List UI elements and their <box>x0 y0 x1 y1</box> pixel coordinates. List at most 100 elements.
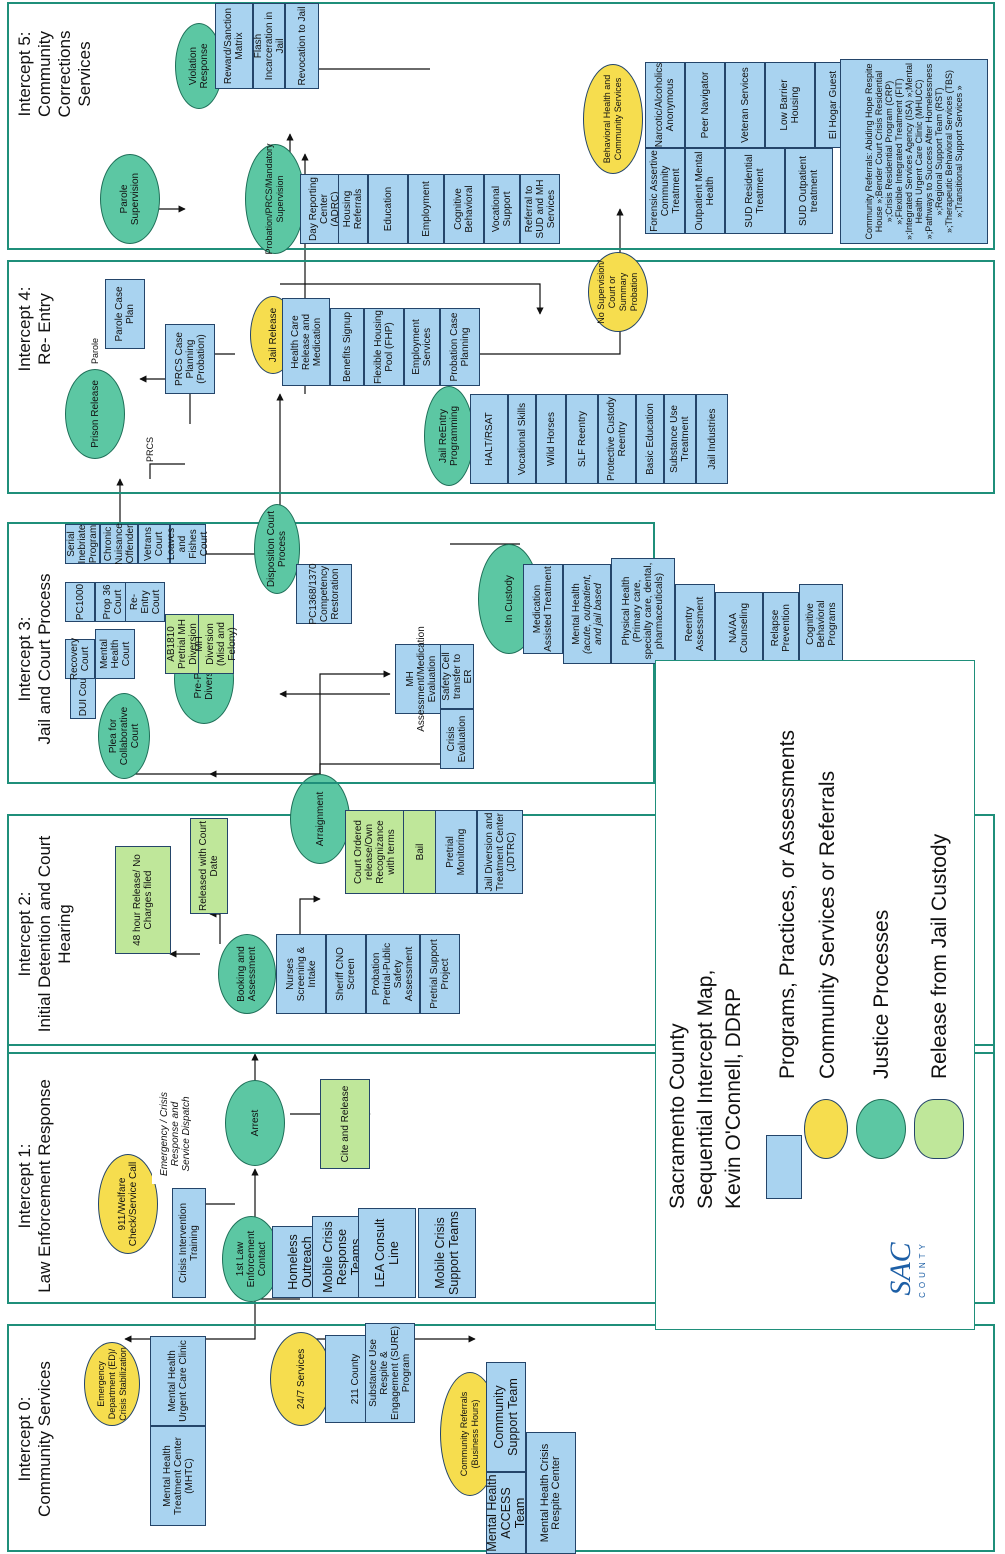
ed-oval: Emergency Department (ED)/ Crisis Stabil… <box>84 1342 140 1426</box>
legend-title-1: Sacramento County <box>666 1023 689 1209</box>
low-barrier-box: Low Barrier Housing <box>765 62 815 148</box>
vocational-box: Vocational Skills <box>508 394 536 484</box>
employment-box: Employment <box>408 174 444 244</box>
referral-sud-box: Referral to SUD and MH Services <box>520 174 560 244</box>
sure-box: Substance Use Respite & Engagement (SURE… <box>365 1323 415 1423</box>
cno-box: Sheriff CNO Screen <box>326 934 366 1014</box>
access-team-box: Mental Health ACCESS Team <box>485 1472 527 1554</box>
prcs-plan-box: PRCS Case Planning (Probation) <box>165 324 215 394</box>
safety-cell-box: Safety Cell transfer to ER <box>440 644 474 709</box>
intercept-0-title: Intercept 0: Community Services <box>15 1361 54 1517</box>
sud-out-box: SUD Outpatient treatment <box>785 148 833 234</box>
parole-supervision-oval: Parole Supervision <box>100 154 160 244</box>
cite-release-box: Cite and Release <box>320 1079 370 1169</box>
intercept-3-title: Intercept 3: Jail and Court Process <box>15 573 54 745</box>
chronic-box: Chronic Nuisance Offender <box>100 523 138 565</box>
mhtc-box: Mental Health Treatment Center (MHTC) <box>150 1426 206 1526</box>
mat-box: Medication Assisted Treatment <box>523 564 563 654</box>
mh-treatment-box: Mental Health (acute, outpatient, and ja… <box>563 564 611 664</box>
pretrial-support-box: Pretrial Support Project <box>420 934 460 1014</box>
serial-box: Serial Inebriate Program <box>65 524 100 564</box>
crisis-eval-box: Crisis Evaluation <box>440 709 474 769</box>
booking-oval: Booking and Assessment <box>218 934 276 1014</box>
fhp-box: Flexible Housing Pool (FHP) <box>364 308 404 386</box>
benefits-box: Benefits Signup <box>330 308 364 386</box>
arraignment-oval: Arraignment <box>290 774 350 864</box>
cognitive-box: Cognitive Behavioral <box>444 174 484 244</box>
sac-logo-text: SAC <box>884 1242 917 1296</box>
healthcare-box: Health Care Release and Medication <box>282 298 330 386</box>
sac-logo-county: COUNTY <box>918 1240 927 1298</box>
dispatch-box: Emergency / Crisis Response and Service … <box>152 1084 198 1184</box>
legend-swatch-programs <box>766 1135 802 1199</box>
education-box: Education <box>368 174 408 244</box>
protective-box: Protective Custody Reentry <box>598 394 636 484</box>
legend-swatch-release <box>914 1099 964 1159</box>
reward-box: Reward/Sanction Matrix <box>215 3 253 89</box>
employment-services-box: Employment Services <box>404 308 440 386</box>
bhcs-oval: Behavioral Health and Community Services <box>583 64 643 174</box>
release-48-box: 48 hour Release/ No Charges filed <box>115 846 171 954</box>
reentry-court-box: Re-Entry Court <box>125 582 165 622</box>
ror-box: Court Ordered release/Own Recognizance w… <box>345 810 405 894</box>
subuse-box: Substance Use Treatment <box>664 394 696 484</box>
mhucc-box: Mental Health Urgent Care Clinic <box>150 1336 206 1426</box>
wild-horses-box: Wild Horses <box>536 394 566 484</box>
reentry-programming-oval: Jail ReEntry Programming <box>424 386 474 486</box>
vocational-support-box: Vocational Support <box>484 174 520 244</box>
legend-community: Community Services or Referrals <box>816 770 839 1079</box>
peer-box: Peer Navigator <box>685 62 725 148</box>
disposition-oval: Disposition Court Process <box>254 504 300 594</box>
legend-justice: Justice Processes <box>870 909 893 1079</box>
lea-consult-box: LEA Consult Line <box>358 1208 416 1298</box>
intercept-4-title: Intercept 4: Re- Entry <box>15 286 54 372</box>
mh-diversion-box: MH Diversion (Misd and Felony) <box>194 614 238 674</box>
physical-health-box: Physical Health (Primary care, specialty… <box>611 558 675 664</box>
legend-programs: Programs, Practices, or Assessments <box>776 730 799 1079</box>
parole-plan-box: Parole Case Plan <box>105 279 145 349</box>
parole-label: Parole <box>90 337 100 364</box>
basic-ed-box: Basic Education <box>636 394 664 484</box>
community-support-team-box: Community Support Team <box>486 1362 526 1472</box>
prcs-label: PRCS <box>145 436 155 462</box>
outpatient-mh-box: Outpatient Mental Health <box>685 148 725 234</box>
intercept-1-title: Intercept 1: Law Enforcement Response <box>15 1079 54 1293</box>
prison-release-oval: Prison Release <box>65 369 125 459</box>
sud-res-box: SUD Residential Treatment <box>725 148 785 234</box>
fact-box: Forensic Assertive Community Treatment <box>645 148 685 234</box>
housing-box: Housing Referrals <box>338 174 368 244</box>
sac-logo: SAC COUNTY <box>884 1229 954 1309</box>
mcst-box: Mobile Crisis Support Teams <box>418 1208 476 1298</box>
released-court-box: Released with Court Date <box>190 818 228 914</box>
mh-treatment-detail: (acute, outpatient, and jail based <box>581 573 604 655</box>
legend-release: Release from Jail Custody <box>928 833 951 1079</box>
mh-court-box: Mental Health Court <box>95 629 135 679</box>
halt-box: HALT/RSAT <box>470 394 508 484</box>
probation-assessment-box: Probation Pretrial-Public Safety Assessm… <box>366 934 420 1014</box>
flash-box: Flash Incarceration in Jail <box>253 3 286 89</box>
intercept-5-title: Intercept 5: Community Corrections Servi… <box>15 30 94 118</box>
reentry-assessment-box: Reentry Assessment <box>675 584 715 664</box>
nurses-box: Nurses Screening & Intake <box>276 934 326 1014</box>
legend-title-2: Sequential Intercept Map, <box>694 969 717 1209</box>
slf-box: SLF Reentry <box>566 394 598 484</box>
cit-box: Crisis Intervention Training <box>172 1188 206 1298</box>
probation-case-box: Probation Case Planning <box>440 308 480 386</box>
naaa-box: NA/AA Counseling <box>715 592 763 664</box>
cbt-box: Cognitive Behavioral Programs <box>799 584 843 664</box>
veteran-box: Veteran Services <box>725 62 765 148</box>
pretrial-monitoring-box: Pretrial Monitoring <box>435 810 477 894</box>
jdtrc-box: Jail Diversion and Treatment Center (JDT… <box>477 810 523 894</box>
plea-oval: Plea for Collaborative Court <box>98 693 150 779</box>
crisis-respite-box: Mental Health Crisis Respite Center <box>526 1432 576 1554</box>
recovery-court-box: Recovery Court <box>65 638 95 680</box>
services-247-oval: 24/7 Services <box>270 1332 332 1426</box>
intercept-2-title: Intercept 2: Initial Detention and Court… <box>15 835 74 1033</box>
legend-swatch-community <box>804 1099 848 1159</box>
relapse-box: Relapse Prevention <box>763 592 799 664</box>
community-referrals-box: Community Referrals: Abiding Hope Respit… <box>840 59 988 244</box>
call-911-oval: 911/Welfare Check/Service Call <box>98 1154 158 1254</box>
narcotic-box: Narcotic/Alcoholics Anonymous <box>645 62 685 148</box>
mh-treatment-label: Mental Health <box>570 583 582 645</box>
